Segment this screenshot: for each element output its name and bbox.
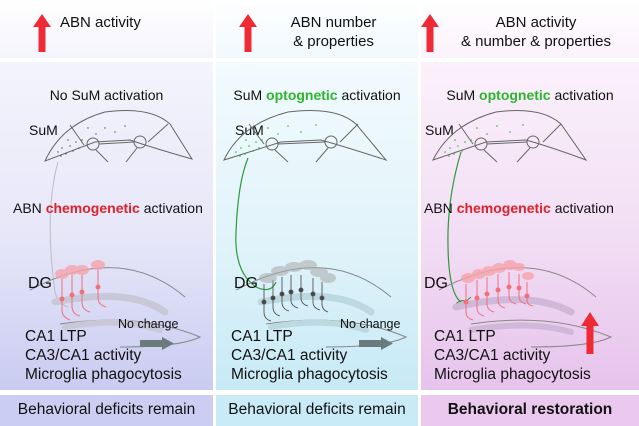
measure-item: CA1 LTP [25,328,87,345]
condition-label: No SuM activation [0,87,213,103]
chemogenetic-highlight: chemogenetic [456,200,551,216]
panel-3-main: SuM optognetic activation SuM ABN chemog… [421,62,639,390]
right-arrow-icon [359,337,393,350]
abn-condition-label: ABN chemogenetic activation [13,200,203,216]
condition-prefix: SuM [446,87,480,103]
dentate-gyrus-diagram [438,260,613,348]
panel-3-footer: Behavioral restoration [421,395,639,426]
no-change-label: No change [118,317,179,331]
measure-item: CA3/CA1 activity [434,347,551,364]
abn-condition-label: ABN chemogenetic activation [424,200,614,216]
panel-2-main: SuM optognetic activation SuM [216,62,418,390]
abn-neurons [463,272,534,321]
behavior-outcome: Behavioral restoration [447,401,613,418]
chemogenetic-highlight: chemogenetic [45,200,140,216]
up-arrow-icon [581,312,599,354]
measure-item: Microglia phagocytosis [231,366,388,383]
condition-prefix: SuM [233,87,267,103]
abn-condition-prefix: ABN [424,200,457,216]
up-arrow-icon [239,14,257,52]
measure-item: CA3/CA1 activity [25,347,142,364]
measure-item: Microglia phagocytosis [25,366,182,383]
panel-1-main: No SuM activation SuM ABN chemogenetic a… [0,62,213,390]
panel-1-header: ABN activity [0,0,213,58]
abn-condition-suffix: activation [139,200,203,216]
sum-region-diagram [223,110,388,291]
sum-label: SuM [29,122,58,138]
abn-neurons [261,275,329,322]
right-arrow-icon [140,337,174,350]
panel-2-footer: Behavioral deficits remain [216,395,418,426]
dg-label: DG [424,275,448,292]
dentate-gyrus-diagram [235,260,408,348]
dg-label: DG [28,275,52,292]
header-line-1: ABN number [290,14,377,31]
optogenetic-highlight: optognetic [266,87,338,103]
header-text: ABN activity & number & properties [446,13,626,51]
header-line-2: & number & properties [460,33,612,50]
measures-list: CA1 LTP CA3/CA1 activity Microglia phago… [434,327,591,384]
measure-item: CA1 LTP [434,328,496,345]
abn-condition-suffix: activation [550,200,614,216]
no-change-label: No change [340,317,401,331]
condition-label: SuM optognetic activation [216,87,418,103]
dg-label: DG [234,275,258,292]
behavior-outcome: Behavioral deficits remain [17,401,196,418]
condition-prefix: No SuM activation [49,87,164,103]
abn-condition-prefix: ABN [13,200,46,216]
measure-item: CA3/CA1 activity [231,347,348,364]
up-arrow-icon [421,14,439,52]
condition-suffix: activation [337,87,401,103]
behavior-outcome: Behavioral deficits remain [228,401,406,418]
header-line-2: & properties [293,33,374,50]
header-text: ABN number & properties [266,13,401,51]
measure-item: Microglia phagocytosis [434,366,591,383]
condition-suffix: activation [550,87,614,103]
panel-2-header: ABN number & properties [216,0,418,58]
abn-neurons [59,270,107,321]
measures-list: CA1 LTP CA3/CA1 activity Microglia phago… [231,327,388,384]
header-line-1: ABN activity [60,14,141,31]
header-line-1: ABN activity [495,14,577,31]
sum-label: SuM [425,122,454,138]
panel-1-footer: Behavioral deficits remain [0,395,213,426]
optogenetic-highlight: optognetic [479,87,551,103]
condition-label: SuM optognetic activation [421,87,639,103]
measure-item: CA1 LTP [231,328,293,345]
up-arrow-icon [33,14,51,52]
panel-3-header: ABN activity & number & properties [421,0,639,58]
measures-list: CA1 LTP CA3/CA1 activity Microglia phago… [25,327,182,384]
